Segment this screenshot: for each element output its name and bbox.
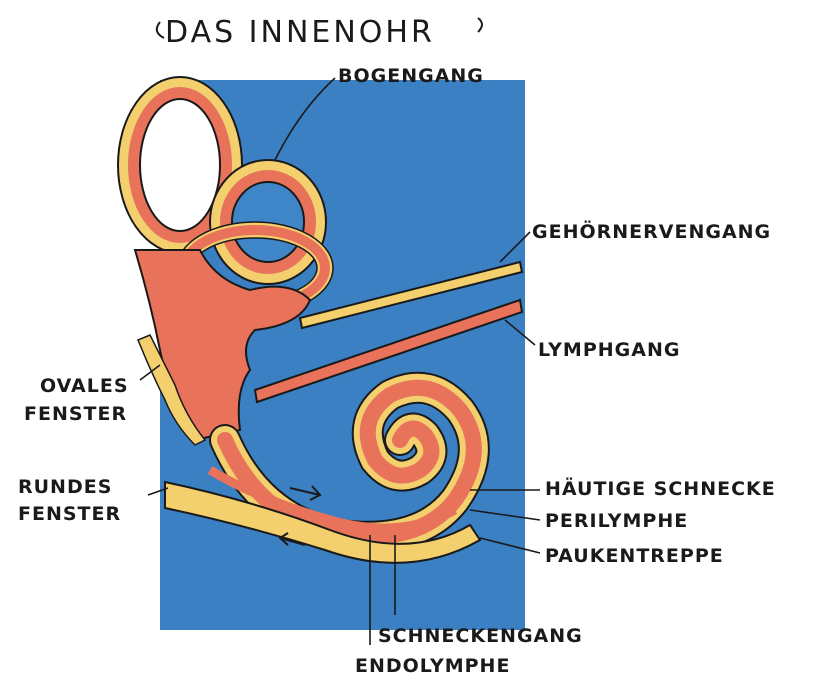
label-gehoernervengang: GEHÖRNERVENGANG [532, 219, 771, 243]
label-lymphgang: LYMPHGANG [538, 339, 680, 361]
label-schneckengang: SCHNECKENGANG [378, 625, 583, 647]
label-ovales-fenster-line2: FENSTER [24, 403, 127, 425]
diagram-title: DAS INNENOHR [165, 15, 435, 50]
label-rundes-fenster-line2: FENSTER [18, 503, 121, 525]
label-ovales-fenster-line1: OVALES [40, 375, 129, 397]
label-rundes-fenster-line1: RUNDES [18, 476, 112, 498]
label-perilymphe: PERILYMPHE [545, 510, 688, 532]
label-bogengang: BOGENGANG [338, 65, 484, 87]
label-paukentreppe: PAUKENTREPPE [545, 545, 724, 567]
label-endolymphe: ENDOLYMPHE [355, 655, 510, 677]
label-haeutige-schnecke: HÄUTIGE SCHNECKE [545, 476, 776, 500]
